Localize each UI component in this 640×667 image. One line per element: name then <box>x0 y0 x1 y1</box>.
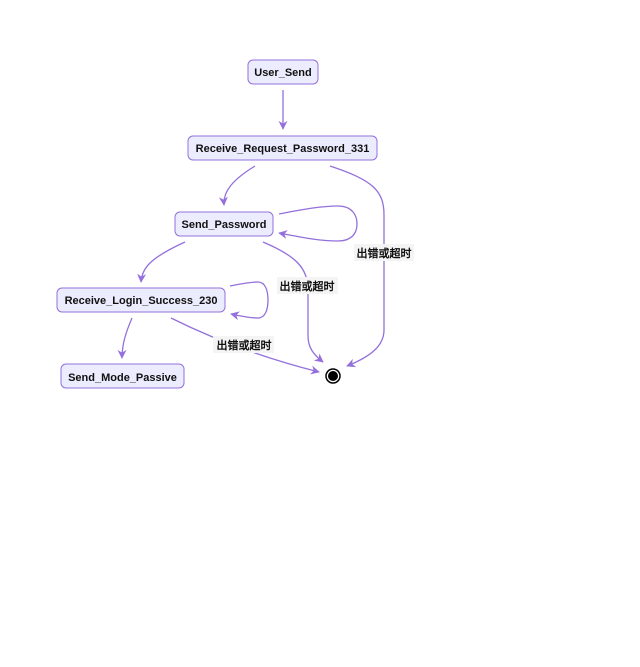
states: User_Send Receive_Request_Password_331 S… <box>56 59 378 389</box>
edge-send-password-self-loop <box>278 205 358 242</box>
edge-label-text: 出错或超时 <box>217 338 272 352</box>
edge-receive-request-password-to-send-password <box>218 165 256 206</box>
edge-label-text: 出错或超时 <box>280 279 335 293</box>
state-receive-login-success-230[interactable]: Receive_Login_Success_230 <box>56 287 226 313</box>
end-state <box>325 368 341 384</box>
state-send-mode-passive[interactable]: Send_Mode_Passive <box>60 363 185 389</box>
edge-label-text: 出错或超时 <box>357 246 412 260</box>
edge-receive-login-success-to-send-mode-passive <box>117 317 133 359</box>
state-label: User_Send <box>254 67 311 79</box>
state-label: Send_Mode_Passive <box>68 372 177 384</box>
edge-receive-request-password-to-end <box>329 165 385 368</box>
edge-label-receive-login-success-to-end: 出错或超时 <box>213 336 274 353</box>
edge-label-receive-request-password-to-end: 出错或超时 <box>354 244 414 261</box>
edge-receive-login-success-self-loop <box>229 281 269 321</box>
state-label: Receive_Login_Success_230 <box>65 295 218 307</box>
end-state-inner-dot <box>328 371 338 381</box>
edge-labels: 出错或超时 出错或超时 出错或超时 <box>213 244 414 353</box>
state-label: Send_Password <box>182 219 267 231</box>
edge-label-send-password-to-end: 出错或超时 <box>277 277 338 294</box>
state-send-password[interactable]: Send_Password <box>174 211 274 237</box>
state-receive-request-password-331[interactable]: Receive_Request_Password_331 <box>187 135 378 161</box>
state-user-send[interactable]: User_Send <box>247 59 319 85</box>
state-label: Receive_Request_Password_331 <box>196 143 370 155</box>
edge-send-password-to-receive-login-success <box>137 241 186 283</box>
